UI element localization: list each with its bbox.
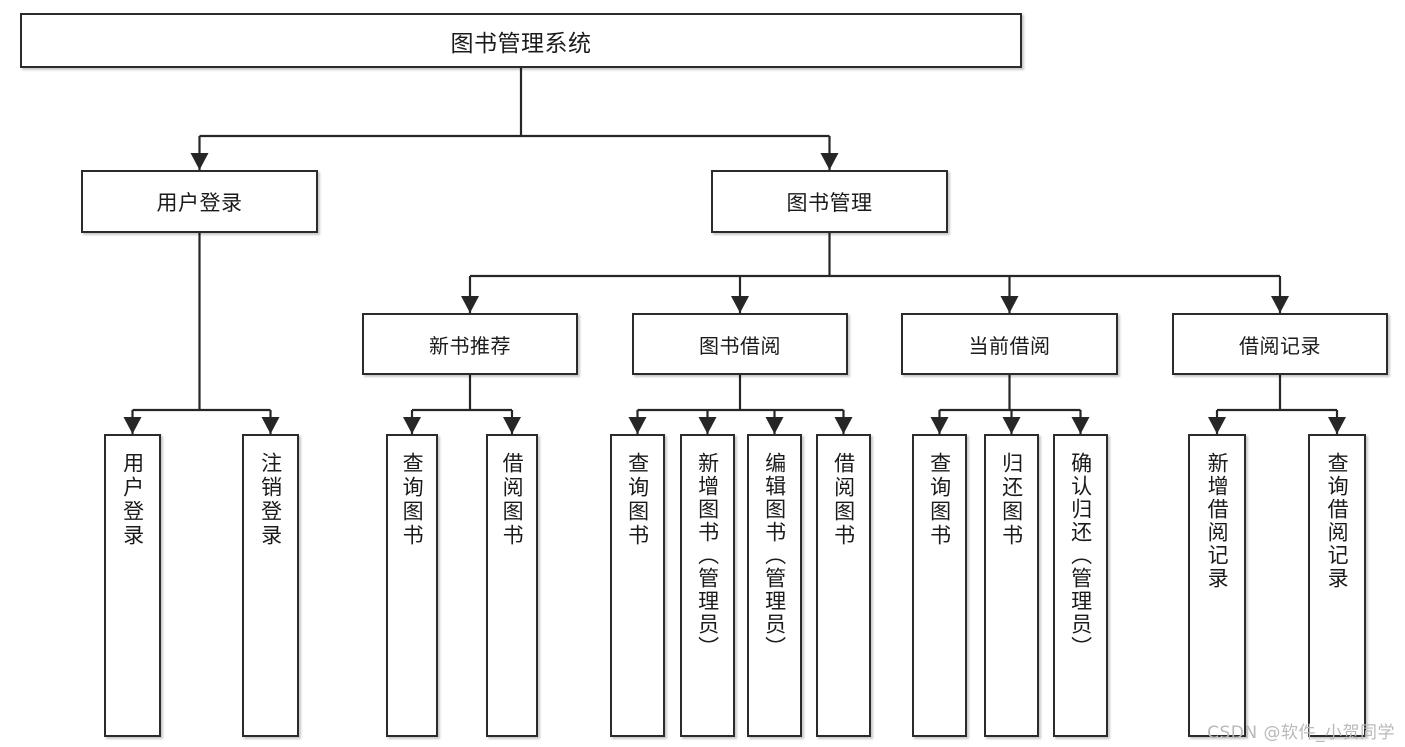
arrowhead [190, 153, 209, 170]
arrowhead [1208, 417, 1226, 434]
node-label: 新增图书（管理员） [695, 452, 720, 659]
arrowhead [403, 417, 421, 434]
arrowhead [628, 417, 647, 434]
node-login[interactable]: 用户登录 [81, 170, 318, 233]
arrowhead [731, 296, 749, 313]
arrowhead [261, 417, 280, 434]
node-records[interactable]: 借阅记录 [1172, 313, 1388, 375]
node-label: 归还图书 [999, 452, 1024, 548]
node-label: 用户登录 [120, 452, 145, 548]
node-l8[interactable]: 借阅图书 [816, 434, 871, 737]
node-l11[interactable]: 确认归还（管理员） [1053, 434, 1108, 737]
node-label: 查询图书 [927, 452, 952, 548]
arrowhead [503, 417, 521, 434]
arrowhead [930, 417, 949, 434]
node-l12[interactable]: 新增借阅记录 [1188, 434, 1246, 737]
node-l3[interactable]: 查询图书 [386, 434, 438, 737]
node-label: 查询借阅记录 [1325, 452, 1350, 590]
node-l2[interactable]: 注销登录 [242, 434, 299, 737]
arrowhead [461, 296, 479, 313]
node-label: 借阅图书 [831, 452, 856, 548]
node-newbook[interactable]: 新书推荐 [362, 313, 578, 375]
node-bookmg[interactable]: 图书管理 [711, 170, 948, 233]
arrowhead [698, 417, 717, 434]
node-label: 借阅图书 [500, 452, 525, 548]
node-l7[interactable]: 编辑图书（管理员） [747, 434, 802, 737]
node-label: 当前借阅 [968, 333, 1051, 358]
node-label: 注销登录 [258, 452, 283, 548]
node-l1[interactable]: 用户登录 [104, 434, 161, 737]
node-label: 新增借阅记录 [1205, 452, 1230, 590]
arrowhead [834, 417, 853, 434]
node-borrow[interactable]: 图书借阅 [632, 313, 848, 375]
node-label: 图书借阅 [699, 333, 781, 358]
node-l10[interactable]: 归还图书 [984, 434, 1039, 737]
csdn-watermark: CSDN @软件_小贺同学 [1207, 723, 1395, 743]
arrowhead [820, 153, 839, 170]
node-label: 确认归还（管理员） [1068, 452, 1093, 659]
node-l9[interactable]: 查询图书 [912, 434, 967, 737]
node-current[interactable]: 当前借阅 [901, 313, 1118, 375]
arrowhead [1002, 417, 1021, 434]
node-l4[interactable]: 借阅图书 [486, 434, 538, 737]
arrowhead [1328, 417, 1346, 434]
node-label: 借阅记录 [1239, 333, 1321, 358]
node-label: 编辑图书（管理员） [762, 452, 787, 659]
node-label: 用户登录 [156, 190, 243, 215]
node-label: 查询图书 [625, 452, 650, 548]
arrowhead [765, 417, 784, 434]
node-root[interactable]: 图书管理系统 [20, 13, 1022, 68]
node-l6[interactable]: 新增图书（管理员） [680, 434, 735, 737]
node-label: 图书管理 [786, 190, 873, 215]
arrowhead [123, 417, 142, 434]
node-l13[interactable]: 查询借阅记录 [1308, 434, 1366, 737]
arrowhead [1000, 296, 1019, 313]
arrowhead [1271, 296, 1289, 313]
node-label: 查询图书 [400, 452, 425, 548]
arrowhead [1071, 417, 1090, 434]
node-label: 图书管理系统 [450, 30, 592, 57]
node-l5[interactable]: 查询图书 [610, 434, 665, 737]
node-label: 新书推荐 [429, 333, 511, 358]
